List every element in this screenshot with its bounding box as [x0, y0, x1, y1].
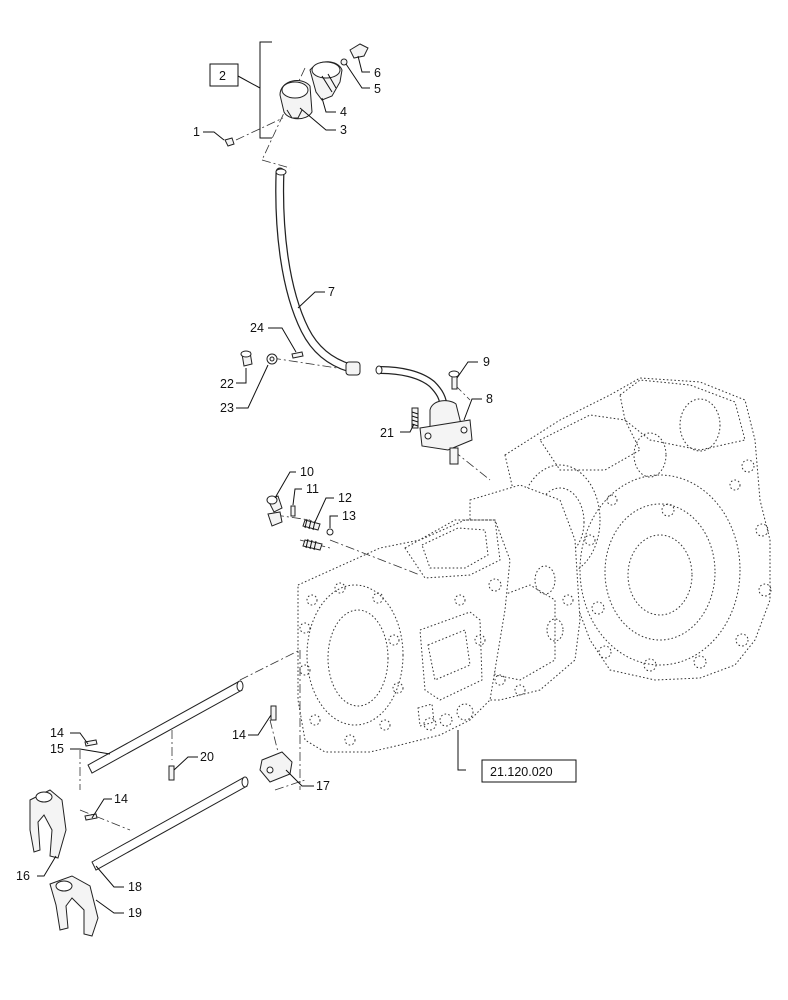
callout-6: 6 — [374, 66, 381, 80]
callout-5: 5 — [374, 82, 381, 96]
callout-11: 11 — [306, 482, 319, 496]
leader-lines — [37, 55, 482, 914]
callout-23: 23 — [220, 401, 234, 415]
callouts: 1 3 4 5 6 7 8 9 10 11 12 13 14 14 14 15 … — [16, 66, 493, 920]
callout-18: 18 — [128, 880, 142, 894]
nut-washer-pin — [240, 350, 304, 367]
callout-24: 24 — [250, 321, 264, 335]
shift-rails-forks — [29, 680, 293, 937]
assembly-box-label: 2 — [219, 69, 226, 83]
assembly-box — [209, 63, 239, 87]
callout-19: 19 — [128, 906, 142, 920]
lower-lever-housing — [375, 365, 473, 465]
shift-lever-rod — [275, 167, 361, 376]
callout-22: 22 — [220, 377, 234, 391]
callout-1: 1 — [193, 125, 200, 139]
callout-14b: 14 — [232, 728, 246, 742]
callout-9: 9 — [483, 355, 490, 369]
callout-7: 7 — [328, 285, 335, 299]
reference-label: 21.120.020 — [490, 765, 553, 779]
callout-15: 15 — [50, 742, 64, 756]
assembly-bracket: 2 — [209, 41, 272, 139]
callout-10: 10 — [300, 465, 314, 479]
reference-box: 21.120.020 — [481, 759, 577, 783]
callout-13: 13 — [342, 509, 356, 523]
callout-14a: 14 — [50, 726, 64, 740]
shift-knob-assembly — [224, 43, 369, 147]
callout-14c: 14 — [114, 792, 128, 806]
callout-17: 17 — [316, 779, 330, 793]
callout-16: 16 — [16, 869, 30, 883]
callout-20: 20 — [200, 750, 214, 764]
callout-12: 12 — [338, 491, 352, 505]
callout-4: 4 — [340, 105, 347, 119]
callout-3: 3 — [340, 123, 347, 137]
callout-21: 21 — [380, 426, 394, 440]
detent-parts — [266, 495, 334, 551]
transmission-housing — [297, 377, 772, 753]
callout-8: 8 — [486, 392, 493, 406]
